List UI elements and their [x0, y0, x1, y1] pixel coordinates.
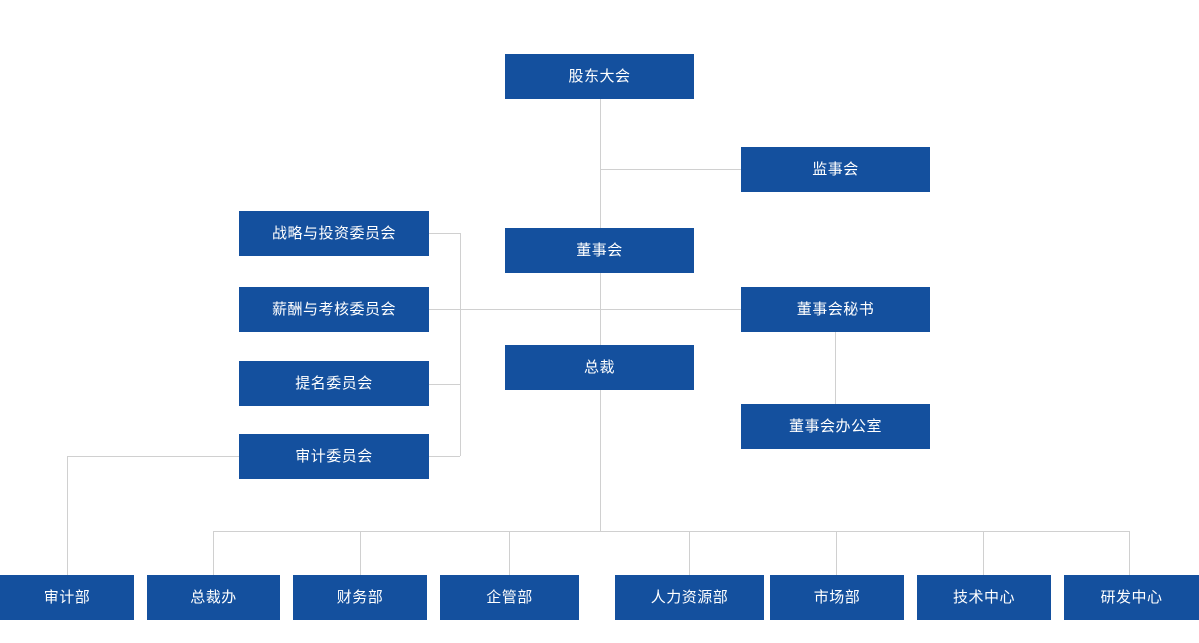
node-board-of-directors[interactable]: 董事会 — [505, 228, 694, 273]
node-strategy-investment-committee[interactable]: 战略与投资委员会 — [239, 211, 429, 256]
connector-drop-president-office — [213, 531, 214, 575]
connector-trunk-main — [600, 99, 601, 531]
connector-drop-human-resources — [689, 531, 690, 575]
node-department[interactable]: 财务部 — [293, 575, 427, 620]
node-nomination-committee[interactable]: 提名委员会 — [239, 361, 429, 406]
connector-drop-rd-center — [1129, 531, 1130, 575]
node-department[interactable]: 企管部 — [440, 575, 579, 620]
node-department[interactable]: 研发中心 — [1064, 575, 1199, 620]
connector-to-board-of-supervisors — [600, 169, 741, 170]
connector-stub-audit-committee — [429, 456, 460, 457]
node-department[interactable]: 市场部 — [770, 575, 904, 620]
node-department[interactable]: 技术中心 — [917, 575, 1051, 620]
node-department[interactable]: 人力资源部 — [615, 575, 764, 620]
connector-drop-technology-center — [983, 531, 984, 575]
node-department[interactable]: 审计部 — [0, 575, 134, 620]
node-remuneration-appraisal-committee[interactable]: 薪酬与考核委员会 — [239, 287, 429, 332]
connector-department-bus — [213, 531, 1129, 532]
connector-stub-nomination — [429, 384, 460, 385]
connector-drop-finance — [360, 531, 361, 575]
node-board-office[interactable]: 董事会办公室 — [741, 404, 930, 449]
node-shareholders-meeting[interactable]: 股东大会 — [505, 54, 694, 99]
node-board-secretary[interactable]: 董事会秘书 — [741, 287, 930, 332]
connector-drop-enterprise-management — [509, 531, 510, 575]
connector-audit-drop — [67, 456, 68, 575]
connector-drop-marketing — [836, 531, 837, 575]
connector-secretary-to-office — [835, 332, 836, 404]
connector-stub-strategy-investment — [429, 233, 460, 234]
node-department[interactable]: 总裁办 — [147, 575, 280, 620]
node-president[interactable]: 总裁 — [505, 345, 694, 390]
connector-committee-spine — [460, 233, 461, 456]
connector-audit-committee-left — [67, 456, 239, 457]
node-audit-committee[interactable]: 审计委员会 — [239, 434, 429, 479]
connector-to-board-secretary — [460, 309, 741, 310]
connector-stub-remuneration-appraisal — [429, 309, 460, 310]
node-board-of-supervisors[interactable]: 监事会 — [741, 147, 930, 192]
